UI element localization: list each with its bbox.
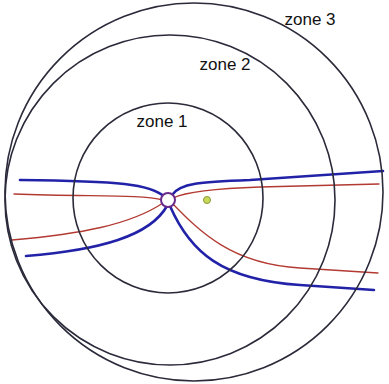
vein [26,206,167,256]
zone-boundary [5,35,335,365]
zone-circle: zone 2 zone 1 [5,35,335,365]
artery [173,184,379,198]
zone-circle: zone 1 [73,103,263,293]
zone-boundary [73,103,263,293]
zone-label: zone 1 [136,113,187,132]
zone-label: zone 3 [284,11,335,30]
artery [14,194,163,200]
optic-disc [161,193,175,207]
fovea [204,197,211,204]
artery [172,203,378,273]
zone-outline [5,35,335,365]
artery [12,203,163,240]
zone-label: zone 2 [199,56,250,75]
vein [170,206,374,290]
zone-boundary [5,3,383,381]
zone-circle: zone 3 zone 2 zone 1 [5,3,383,381]
zone-outline [73,103,263,293]
